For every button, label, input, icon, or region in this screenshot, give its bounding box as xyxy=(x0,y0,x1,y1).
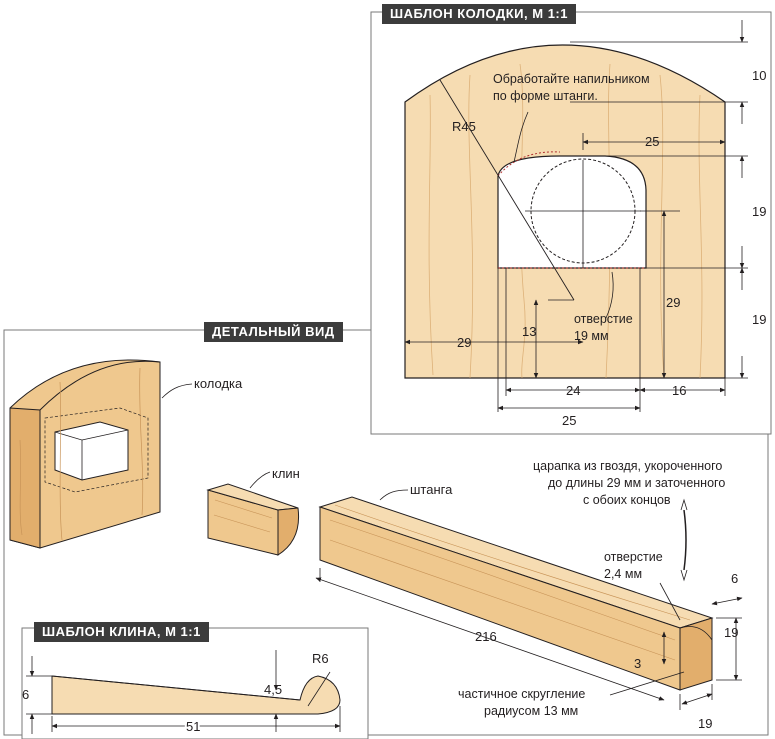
wedge-radius: R6 xyxy=(312,651,329,666)
dim-bottom-25: 25 xyxy=(562,413,576,428)
bar-label: штанга xyxy=(410,482,453,497)
block-label: колодка xyxy=(194,376,243,391)
round-note-line2: радиусом 13 мм xyxy=(484,704,578,718)
dim-offset: 3 xyxy=(634,656,641,671)
dim-lower-height: 19 xyxy=(752,312,766,327)
hole-note-line1: отверстие xyxy=(604,550,663,564)
dim-opening-height: 19 xyxy=(752,204,766,219)
dim-left-offset: 29 xyxy=(457,335,471,350)
dim-length: 216 xyxy=(475,629,497,644)
bar-3d xyxy=(318,489,714,691)
round-note-line1: частичное скругление xyxy=(458,687,585,701)
scriber-note-line2: до длины 29 мм и заточенного xyxy=(548,476,725,490)
block-template-title: ШАБЛОН КОЛОДКИ, М 1:1 xyxy=(382,4,576,24)
hole-note-line1: отверстие xyxy=(574,312,633,326)
dim-height: 19 xyxy=(724,625,738,640)
dim-center-height: 29 xyxy=(666,295,680,310)
wedge-dim-length: 51 xyxy=(186,719,200,734)
hole-note-line2: 19 мм xyxy=(574,329,609,343)
dim-opening-width-top: 25 xyxy=(645,134,659,149)
wedge-label: клин xyxy=(272,466,300,481)
dim-width: 19 xyxy=(698,716,712,731)
dim-top-gap: 10 xyxy=(752,68,766,83)
scriber-nail xyxy=(680,498,688,582)
note-file-line2: по форме штанги. xyxy=(493,89,598,103)
block-3d xyxy=(9,359,193,549)
note-file-line1: Обработайте напильником xyxy=(493,72,650,86)
block-template-drawing: Обработайте напильником по форме штанги.… xyxy=(404,20,766,428)
wedge-dim-height-right: 4,5 xyxy=(264,682,282,697)
hole-note-line2: 2,4 мм xyxy=(604,567,642,581)
wedge-template-shape xyxy=(51,675,341,715)
scriber-note-line3: с обоих концов xyxy=(583,493,671,507)
detail-view-title: ДЕТАЛЬНЫЙ ВИД xyxy=(204,322,343,342)
wedge-template-drawing: 6 4,5 R6 51 xyxy=(22,650,341,736)
dim-center-offset: 13 xyxy=(522,324,536,339)
dim-depth: 6 xyxy=(731,571,738,586)
radius-label: R45 xyxy=(452,119,476,134)
wedge-template-title: ШАБЛОН КЛИНА, М 1:1 xyxy=(34,622,209,642)
wedge-3d xyxy=(206,471,300,556)
wedge-dim-height-left: 6 xyxy=(22,687,29,702)
dim-bottom-24: 24 xyxy=(566,383,580,398)
dim-right-16: 16 xyxy=(672,383,686,398)
scriber-note-line1: царапка из гвоздя, укороченного xyxy=(533,459,722,473)
detail-view-drawing: колодка клин штанга xyxy=(9,359,743,731)
